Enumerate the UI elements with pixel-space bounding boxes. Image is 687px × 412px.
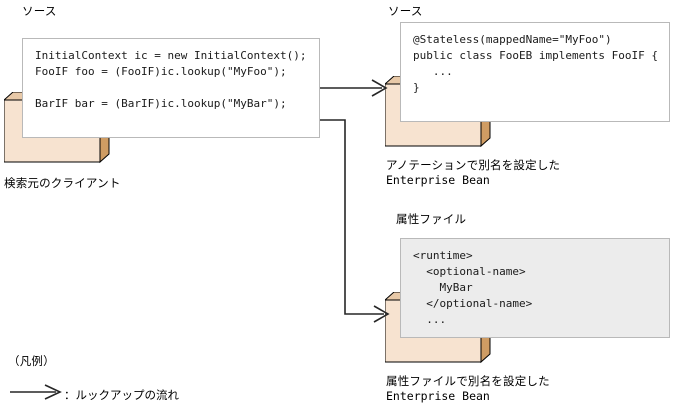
client-code-box: InitialContext ic = new InitialContext()… — [22, 38, 320, 138]
annotation-bean-caption-line2: Enterprise Bean — [386, 173, 490, 187]
property-bean-code-box: <runtime> <optional-name> MyBar </option… — [400, 238, 670, 338]
annotation-bean-code-box: @Stateless(mappedName="MyFoo") public cl… — [400, 22, 670, 122]
legend-heading: （凡例） — [8, 354, 55, 368]
arrow-right-icon — [8, 384, 64, 405]
lookup-arrow-to-property-bean — [320, 112, 396, 324]
lookup-arrow-to-annotation-bean — [320, 78, 392, 98]
property-bean-caption-line2: Enterprise Bean — [386, 389, 490, 403]
property-bean-caption-line1: 属性ファイルで別名を設定した — [386, 374, 550, 388]
annotation-bean-source-label: ソース — [388, 4, 423, 18]
annotation-bean-caption-line1: アノテーションで別名を設定した — [386, 158, 561, 172]
client-caption: 検索元のクライアント — [4, 176, 121, 190]
property-bean-source-label: 属性ファイル — [396, 212, 467, 226]
legend-item-label: ：ルックアップの流れ — [64, 387, 179, 402]
client-source-label: ソース — [22, 4, 57, 18]
legend-item-lookup-flow: ：ルックアップの流れ — [8, 384, 179, 405]
